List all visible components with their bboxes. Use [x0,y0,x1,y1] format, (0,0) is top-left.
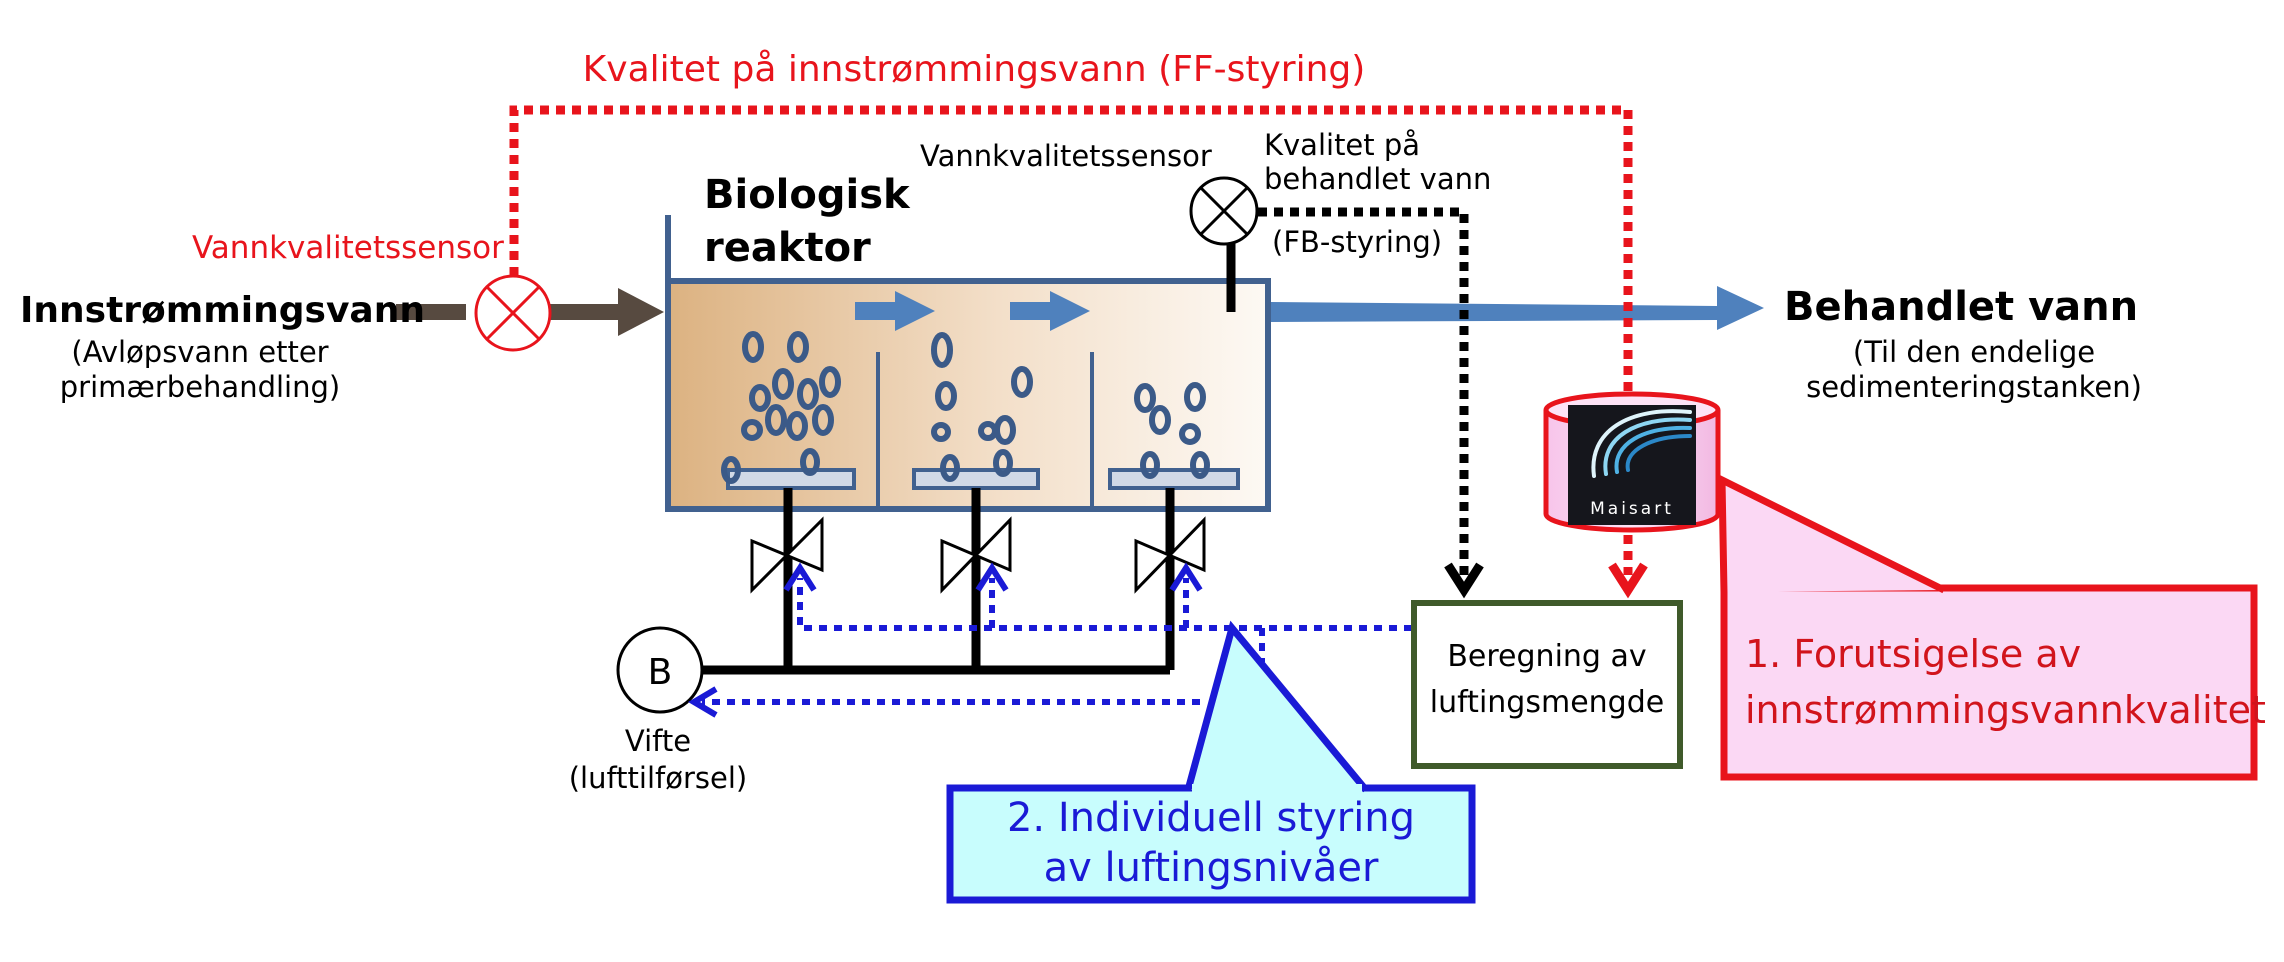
air-valves [750,516,1206,594]
callout-inflow-prediction: 1. Forutsigelse av innstrømmingsvannkval… [1718,474,2266,781]
callout-red-line-2: innstrømmingsvannkvalitet [1745,688,2266,732]
air-bubbles [721,331,1210,484]
treated-water-subtitle-1: (Til den endelige [1853,335,2095,369]
arrowhead-icon [783,562,817,592]
treated-quality-label-1: Kvalitet på [1264,128,1420,162]
calc-label-1: Beregning av [1447,639,1646,674]
outflow-sensor-label: Vannkvalitetssensor [920,139,1212,173]
fb-control-label: (FB-styring) [1272,225,1442,259]
outflow-pipe [1271,286,1764,330]
diffuser [1108,468,1240,490]
blower-label-2: (lufttilførsel) [569,761,748,795]
fb-arrowhead-icon [1444,562,1484,599]
blower-icon [616,626,704,714]
maisart-logo-swoosh-icon [1591,409,1692,478]
inflow-title: Innstrømmingsvann [20,290,425,331]
ff-control-line [509,105,1633,575]
air-piping [700,488,1175,675]
inflow-subtitle-2: primærbehandling) [60,370,340,404]
ff-arrowhead-icon [1608,562,1648,599]
reactor-label-2: reaktor [704,225,871,271]
callout-individual-control: 2. Individuell styring av luftingsnivåer [946,620,1476,904]
maisart-unit: Maisart [1543,391,1721,533]
calc-label-2: luftingsmengde [1430,685,1664,720]
maisart-logo [1568,405,1696,525]
callout-blue-line-2: av luftingsnivåer [1044,845,1379,891]
flow-arrow-icon [1010,291,1090,331]
inflow-subtitle-1: (Avløpsvann etter [71,335,328,369]
blower-letter: B [648,652,673,693]
arrowhead-icon [975,562,1009,592]
inflow-sensor-label: Vannkvalitetssensor [192,230,504,266]
ff-control-label: Kvalitet på innstrømmingsvann (FF-styrin… [583,49,1366,90]
treated-water-subtitle-2: sedimenteringstanken) [1806,370,2142,404]
individual-control-lines [702,578,1412,705]
diffuser [726,468,856,490]
inflow-sensor [474,274,552,352]
fb-control-line [1258,207,1469,575]
callout-blue-line-1: 2. Individuell styring [1007,795,1415,841]
inflow-pipe [396,288,664,336]
valve-icon [750,516,824,594]
valve-icon [1134,516,1206,594]
blower: B [616,626,704,714]
maisart-logo-text: Maisart [1590,499,1674,519]
treated-water-sensor [1189,176,1259,312]
aeration-calculation-box: Beregning av luftingsmengde [1411,600,1683,769]
arrowhead-icon [688,686,718,718]
internal-flow-arrows [855,291,1090,331]
callout-red-line-1: 1. Forutsigelse av [1745,632,2081,676]
valve-icon [940,516,1012,594]
flow-arrow-icon [855,291,935,331]
control-arrowheads [688,562,1203,718]
outflow-arrow-icon [1271,286,1764,330]
diffuser [912,468,1040,490]
biological-reactor [665,215,1271,512]
reactor-wall [665,215,1271,512]
blower-label-1: Vifte [625,724,691,758]
treated-quality-label-2: behandlet vann [1264,162,1491,196]
arrowhead-icon [1169,562,1203,592]
reactor-label-1: Biologisk [704,172,911,218]
inflow-arrow-icon [618,288,664,336]
treated-water-title: Behandlet vann [1784,284,2138,330]
